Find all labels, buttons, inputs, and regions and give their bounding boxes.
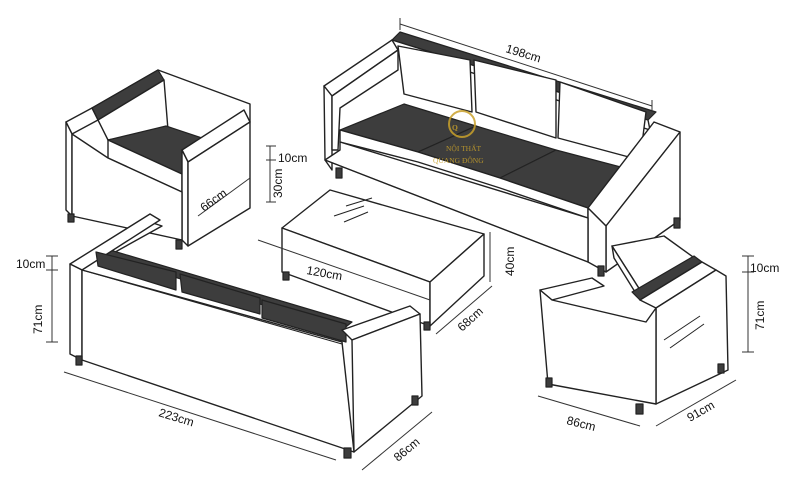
coffee-table: 120cm 40cm 68cm (257, 189, 517, 335)
front-sofa: 10cm 71cm 223cm 86cm (16, 213, 433, 471)
dim-sofa3-width: 198cm (504, 41, 543, 65)
logo-line2: QUANG ĐÔNG (433, 155, 484, 165)
dim-chair-right-depth: 91cm (685, 398, 717, 425)
dim-chair-right-arm: 10cm (750, 261, 779, 275)
brand-logo: Q NỘI THẤT QUANG ĐÔNG (433, 110, 484, 165)
three-seat-sofa: 198cm (323, 18, 681, 277)
dim-chair-right-width: 86cm (565, 413, 597, 434)
dim-sofa-front-depth: 86cm (391, 435, 422, 465)
dim-chair-right-height: 71cm (753, 301, 767, 330)
right-armchair: 10cm 71cm 86cm 91cm (537, 235, 779, 434)
dim-table-height: 40cm (503, 247, 517, 276)
dim-chair-left-seat: 30cm (271, 169, 285, 198)
dim-table-length: 120cm (305, 263, 343, 283)
svg-text:Q: Q (452, 123, 458, 132)
dim-table-depth: 68cm (455, 304, 486, 334)
dim-chair-left-arm: 10cm (278, 151, 307, 165)
dim-sofa-front-height: 71cm (31, 305, 45, 334)
dim-sofa-front-width: 223cm (157, 405, 196, 429)
dim-sofa-front-arm: 10cm (16, 257, 45, 271)
logo-line1: NỘI THẤT (446, 143, 481, 153)
left-armchair: 66cm 10cm 30cm (65, 69, 307, 250)
